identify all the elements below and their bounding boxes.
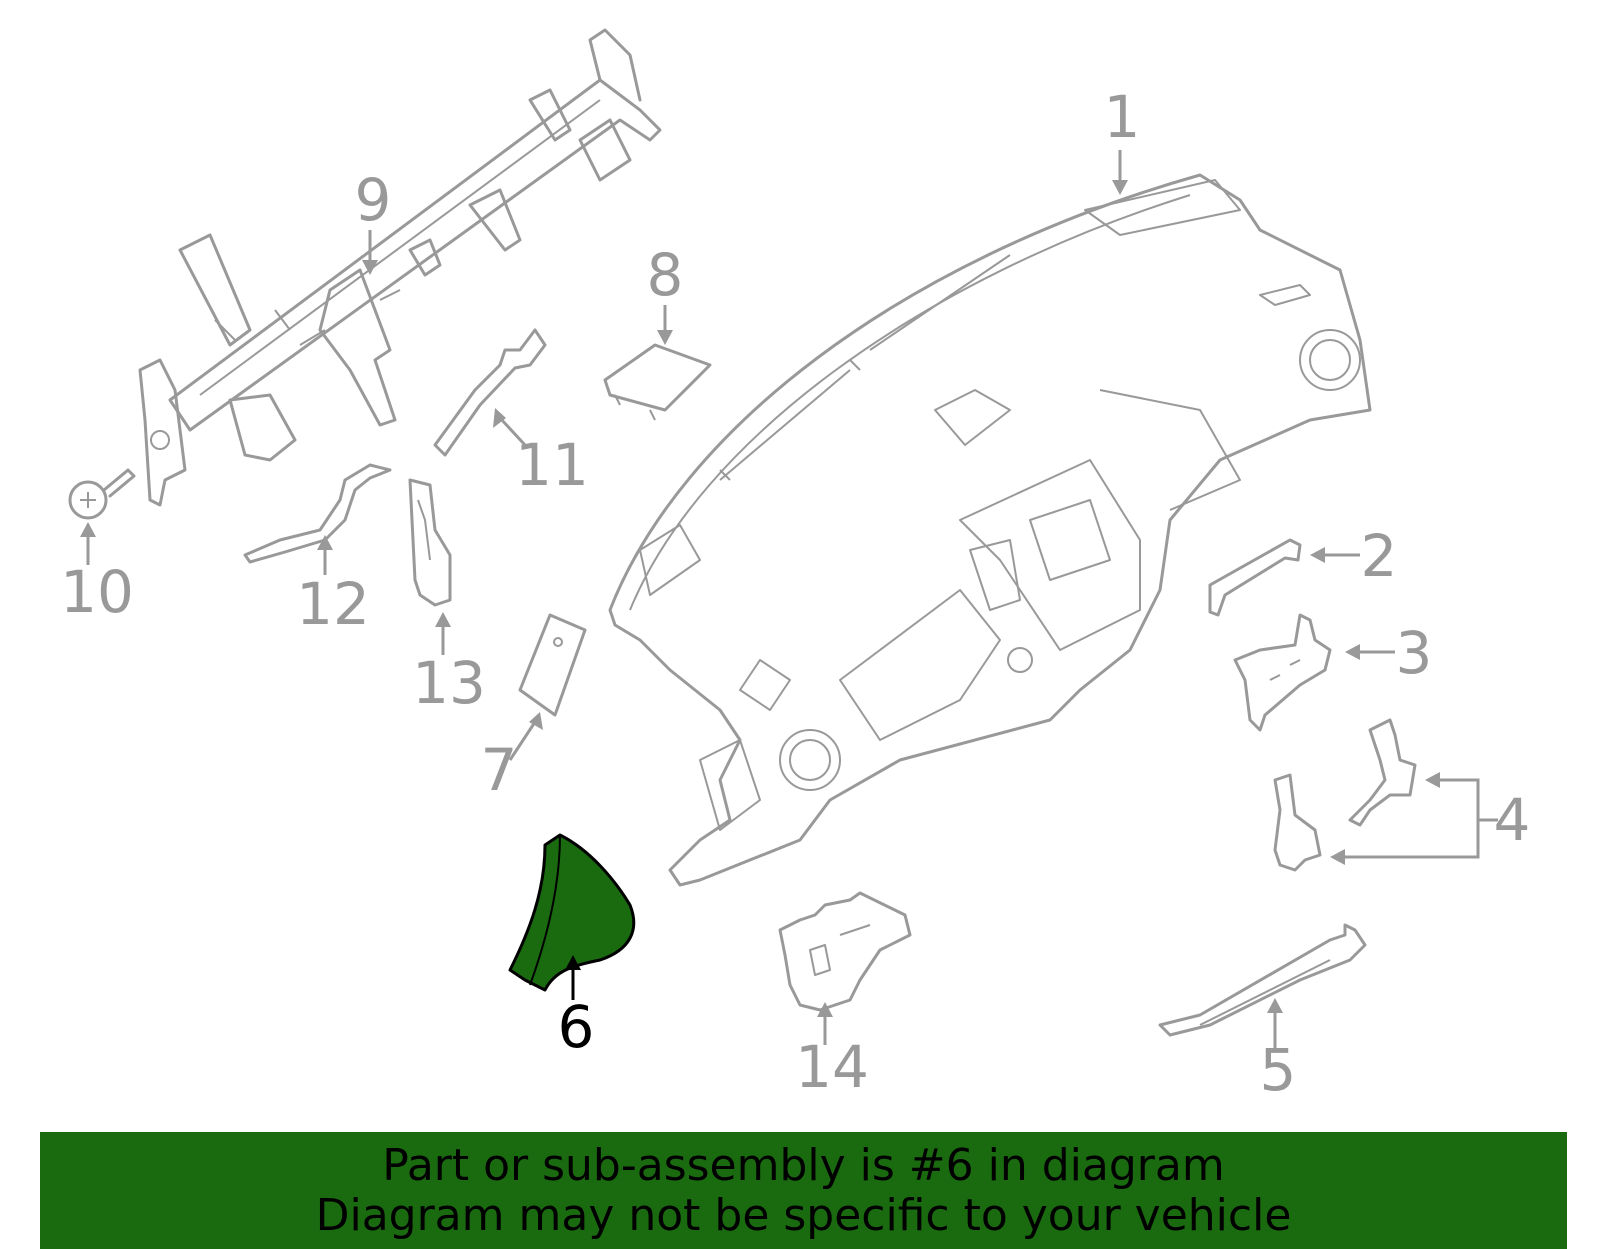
callout-11: 11 xyxy=(515,431,589,499)
part-7-cover[interactable] xyxy=(518,613,587,717)
part-8-cover[interactable] xyxy=(603,343,712,421)
part-13-bracket[interactable] xyxy=(408,478,452,607)
callout-2: 2 xyxy=(1361,522,1398,590)
callout-14: 14 xyxy=(795,1033,869,1101)
callout-8: 8 xyxy=(647,241,684,309)
part-11-bracket[interactable] xyxy=(433,328,547,457)
callout-9: 9 xyxy=(355,166,392,234)
part-1-instrument-panel[interactable] xyxy=(608,173,1372,887)
part-2-bracket[interactable] xyxy=(1208,538,1302,617)
part-14-bracket[interactable] xyxy=(778,891,912,1012)
part-4-brackets[interactable] xyxy=(1273,718,1417,872)
callout-13: 13 xyxy=(412,649,486,717)
callout-1: 1 xyxy=(1104,83,1141,151)
part-10-bolt[interactable] xyxy=(68,468,136,520)
banner-line-2: Diagram may not be specific to your vehi… xyxy=(315,1189,1292,1241)
callout-3: 3 xyxy=(1396,619,1433,687)
part-12-bracket[interactable] xyxy=(243,463,392,564)
callout-7: 7 xyxy=(481,736,518,804)
callout-12: 12 xyxy=(296,570,370,638)
callout-5: 5 xyxy=(1260,1036,1297,1104)
part-9-crossmember[interactable] xyxy=(138,28,662,507)
callout-6: 6 xyxy=(558,993,595,1061)
info-banner: Part or sub-assembly is #6 in diagram Di… xyxy=(40,1132,1567,1249)
callout-4: 4 xyxy=(1494,786,1531,854)
leader-lines xyxy=(80,150,1498,1050)
part-3-bracket[interactable] xyxy=(1233,613,1332,732)
part-6-trim-edge xyxy=(529,834,561,986)
part-5-reinforcement[interactable] xyxy=(1158,923,1367,1037)
callout-10: 10 xyxy=(60,558,134,626)
banner-line-1: Part or sub-assembly is #6 in diagram xyxy=(382,1139,1225,1191)
parts-diagram: 1 2 3 4 5 6 7 8 9 10 11 12 13 14 xyxy=(60,28,1531,1104)
